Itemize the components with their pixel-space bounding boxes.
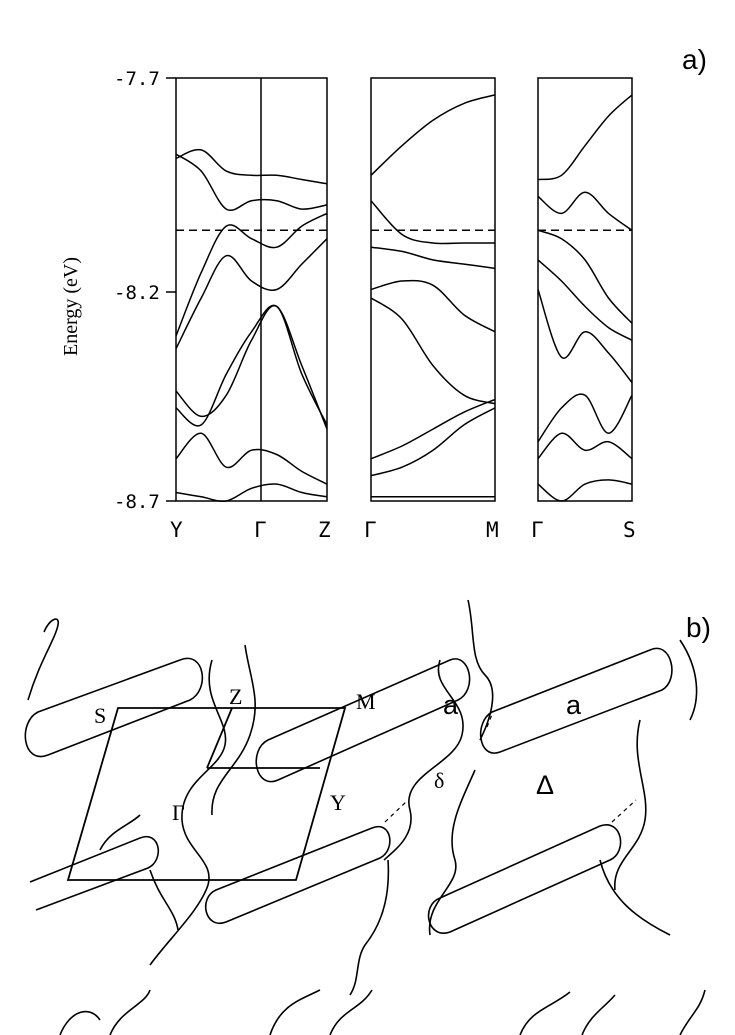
bz-label-Y: Y [330, 790, 346, 815]
fs-bottom-1 [59, 1010, 101, 1035]
fs-sheet-1 [149, 659, 227, 966]
fs-sheet-7 [679, 639, 698, 721]
fs-pocket-5 [205, 825, 391, 925]
band-line-p1-s2 [175, 153, 328, 211]
band-line-p1-s8 [175, 483, 328, 503]
band-line-p3-s1 [537, 94, 633, 181]
fs-sheet-8 [614, 719, 647, 891]
kpoint-Z: Z [318, 518, 331, 542]
kpoint-Y: Y [170, 518, 183, 542]
fs-pocket-2 [255, 658, 471, 783]
band-line-p2-s3 [370, 246, 496, 270]
fs-bottom-2 [109, 989, 151, 1035]
ytick-top: -7.7 [114, 68, 160, 90]
fs-sheet-9 [599, 859, 671, 936]
fs-pocket-6 [427, 824, 622, 934]
fs-sheet-10 [99, 814, 141, 851]
fs-bottom-7 [679, 989, 706, 1035]
band-line-p1-s5 [175, 304, 328, 426]
fs-squiggle-tl [27, 618, 60, 701]
band-line-p2-s7 [370, 407, 496, 477]
kpoint-M: M [486, 518, 499, 542]
fs-sheet-3 [383, 659, 464, 861]
fs-label-delta-capital: Δ [536, 770, 555, 800]
band-line-p3-s8 [537, 479, 633, 502]
fs-sheet-4 [467, 599, 494, 741]
bz-gamma-z-line [206, 707, 233, 769]
dashed-link-2 [611, 799, 637, 823]
kpoint-Gamma-1: Γ [254, 518, 267, 542]
band-line-p2-s6 [370, 398, 496, 460]
fs-label-a-2: a [566, 690, 582, 720]
fs-sheet-5 [428, 769, 476, 936]
band-line-p3-s4 [537, 259, 633, 341]
panel-a-letter: a) [682, 44, 707, 75]
band-line-p1-s6 [175, 304, 328, 430]
band-line-p1-s4 [175, 238, 328, 350]
band-line-p3-s5 [537, 289, 633, 384]
ytick-bottom: -8.7 [114, 491, 160, 513]
fs-bottom-3 [269, 989, 321, 1035]
panel-b-letter: b) [686, 612, 711, 643]
band-structure-plot [166, 77, 633, 503]
band-line-p2-s4 [370, 279, 496, 333]
kpoint-S: S [623, 518, 636, 542]
bz-label-S: S [94, 703, 107, 728]
fs-bottom-6 [581, 994, 616, 1035]
bz-label-Z: Z [229, 684, 243, 709]
fs-pocket-4 [29, 835, 160, 911]
kpoint-Gamma-3: Γ [531, 518, 544, 542]
band-line-p2-s5 [370, 297, 496, 405]
fs-sheet-11 [149, 869, 179, 931]
bz-label-gamma: Γ [172, 800, 185, 825]
band-line-p1-s3 [175, 212, 328, 337]
fs-pocket-3 [479, 647, 673, 754]
brillouin-zone [66, 707, 347, 881]
fs-label-a-1: a [443, 690, 459, 720]
ytick-mid: -8.2 [114, 282, 160, 304]
fs-bottom-4 [329, 989, 373, 1035]
band-line-p1-s1 [175, 148, 328, 185]
band-line-p3-s3 [537, 229, 633, 324]
dashed-link-1 [384, 711, 494, 823]
kpoint-Gamma-2: Γ [364, 518, 377, 542]
panel-frame-yz [175, 77, 328, 502]
band-line-p3-s7 [537, 432, 633, 460]
band-line-p2-s1 [370, 94, 496, 176]
fs-bottom-5 [519, 991, 571, 1035]
fs-label-delta-small: δ [434, 768, 445, 793]
fs-sheet-2 [211, 644, 256, 816]
bz-label-M: M [356, 689, 376, 714]
fs-sheet-6 [349, 859, 390, 996]
fs-pocket-1 [24, 657, 204, 758]
band-line-p2-s2 [370, 200, 495, 245]
band-line-p3-s2 [537, 191, 633, 231]
band-line-p1-s7 [175, 432, 328, 485]
band-line-p3-s6 [537, 393, 633, 443]
